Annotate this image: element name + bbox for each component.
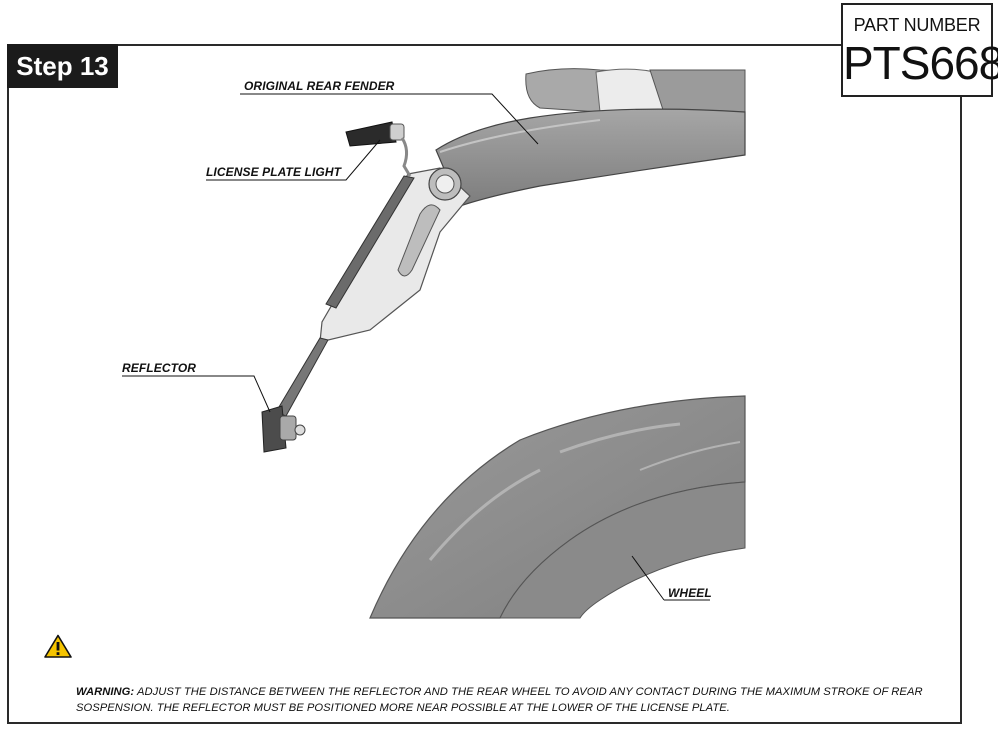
callout-wheel: WHEEL [668,586,712,600]
part-number-box: PART NUMBER PTS668 [841,3,998,97]
callout-license-plate-light: LICENSE PLATE LIGHT [206,165,342,179]
callout-original-rear-fender: ORIGINAL REAR FENDER [244,79,395,93]
reflector-assembly [261,337,329,453]
pivot-bolt [428,167,462,201]
part-number-value: PTS668 [843,37,998,89]
rear-wheel [369,395,746,619]
license-plate-light [345,121,412,177]
warning-triangle-icon [44,634,72,658]
part-number-label: PART NUMBER [853,15,981,35]
warning-text: WARNING: ADJUST THE DISTANCE BETWEEN THE… [76,684,936,716]
warning-prefix: WARNING: [76,686,135,698]
leader-lines [122,93,710,601]
warning-body: ADJUST THE DISTANCE BETWEEN THE REFLECTO… [76,686,923,714]
callout-reflector: REFLECTOR [122,361,197,375]
step-badge: Step 13 [7,44,118,88]
original-rear-fender [435,108,746,207]
instruction-frame [7,44,962,724]
